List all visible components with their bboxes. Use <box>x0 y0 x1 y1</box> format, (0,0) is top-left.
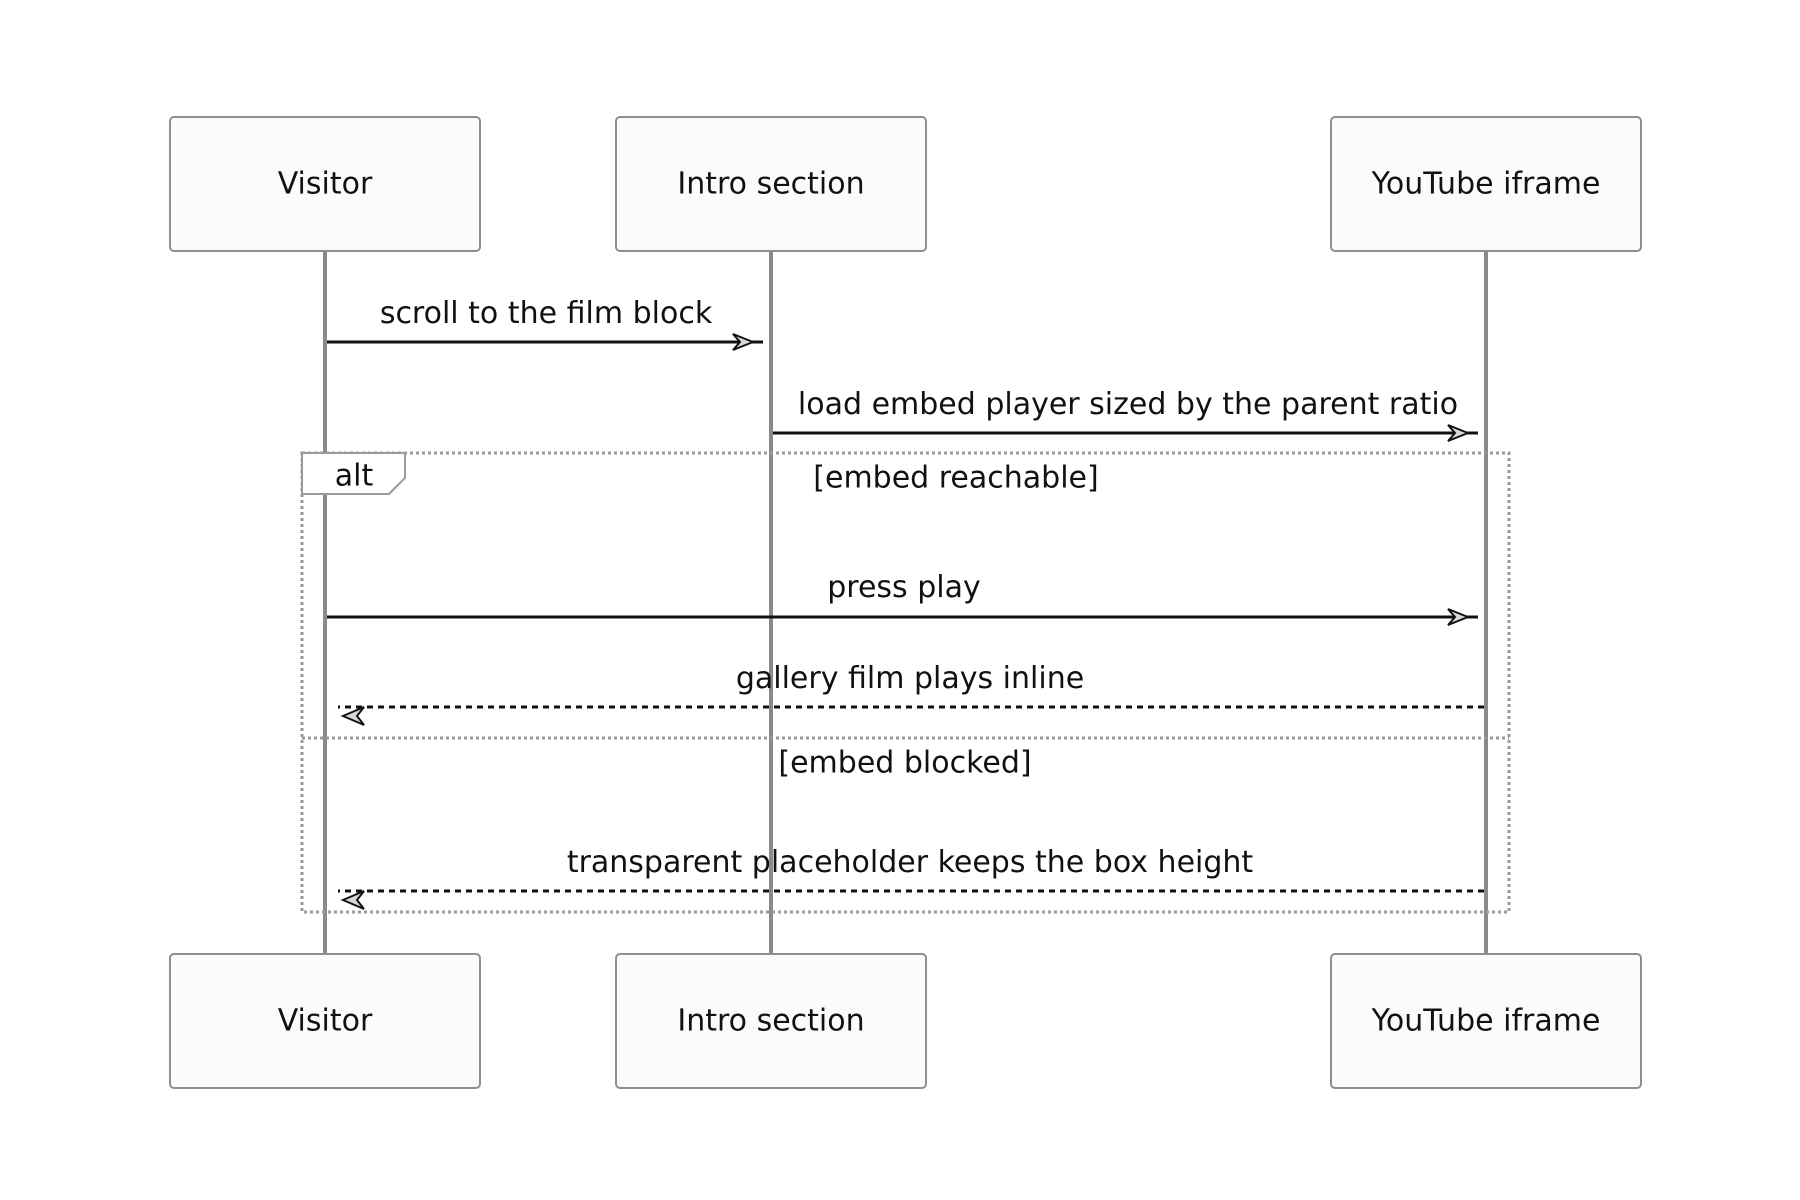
arrow-head-right <box>732 333 756 351</box>
participant-box <box>615 116 927 252</box>
participant-box <box>615 953 927 1089</box>
message-transparent-placeholder: transparent placeholder keeps the box he… <box>338 845 1484 910</box>
participant-box <box>1330 953 1642 1089</box>
alt-frame-label: alt <box>335 459 374 494</box>
arrow-head-left <box>340 706 365 726</box>
participant-bottom-youtube-iframe: YouTube iframe <box>1330 953 1642 1089</box>
participant-top-youtube-iframe: YouTube iframe <box>1330 116 1642 252</box>
alt-guard-embed-blocked: [embed blocked] <box>778 746 1031 781</box>
participant-bottom-visitor: Visitor <box>169 953 481 1089</box>
message-label: scroll to the film block <box>380 296 713 331</box>
message-press-play: press play <box>327 570 1478 626</box>
arrow-head-left <box>340 890 365 910</box>
participant-box <box>1330 116 1642 252</box>
alt-guard-embed-reachable: [embed reachable] <box>813 461 1098 496</box>
arrow-head-right <box>1447 608 1471 626</box>
message-load-embed-player: load embed player sized by the parent ra… <box>773 387 1478 442</box>
participant-label: Visitor <box>278 167 373 202</box>
alt-frame: alt [embed reachable] [embed blocked] <box>300 451 1511 914</box>
message-label: gallery film plays inline <box>736 661 1084 696</box>
alt-frame-tag <box>301 452 406 495</box>
participant-top-visitor: Visitor <box>169 116 481 252</box>
participant-label: YouTube iframe <box>1371 1004 1601 1039</box>
message-label: load embed player sized by the parent ra… <box>798 387 1458 422</box>
participant-bottom-intro-section: Intro section <box>615 953 927 1089</box>
arrow-head-right <box>1447 424 1471 442</box>
participant-label: Intro section <box>677 1004 864 1039</box>
message-label: transparent placeholder keeps the box he… <box>567 845 1254 880</box>
message-label: press play <box>827 570 981 605</box>
message-gallery-film-plays-inline: gallery film plays inline <box>338 661 1484 726</box>
message-scroll-to-film-block: scroll to the film block <box>327 296 763 351</box>
participant-label: Visitor <box>278 1004 373 1039</box>
participant-box <box>169 116 481 252</box>
participant-label: YouTube iframe <box>1371 167 1601 202</box>
participant-box <box>169 953 481 1089</box>
participant-label: Intro section <box>677 167 864 202</box>
participant-top-intro-section: Intro section <box>615 116 927 252</box>
alt-frame-border <box>300 451 1511 914</box>
